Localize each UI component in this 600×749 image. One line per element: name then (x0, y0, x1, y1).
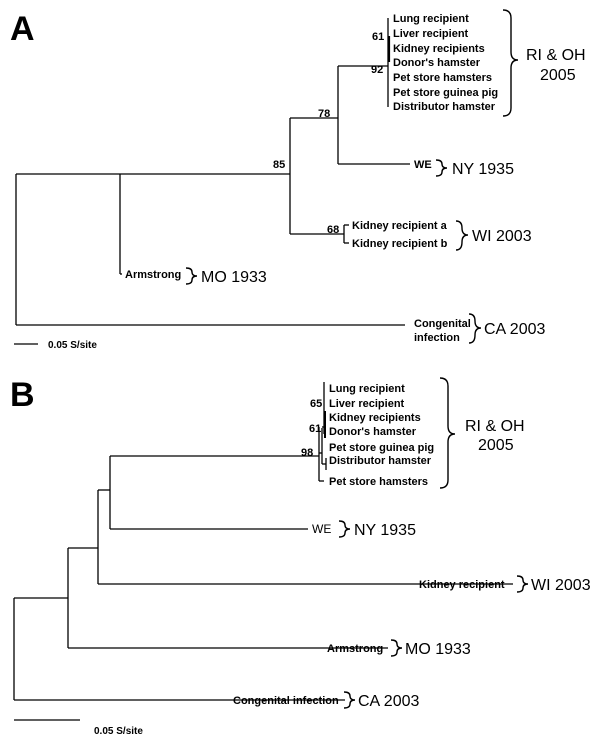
leaf-we: WE (414, 159, 432, 171)
panel-b-label: B (10, 376, 35, 414)
group-ri-oh-year: 2005 (540, 67, 576, 84)
bootstrap-61: 61 (309, 423, 321, 435)
group-ca-2003: CA 2003 (358, 693, 419, 710)
scale-bar-a: 0.05 S/site (14, 340, 97, 351)
tree-a-bootstrap: 61 92 78 85 68 (273, 31, 384, 236)
leaf-infection: infection (414, 332, 460, 344)
group-wi-2003: WI 2003 (531, 577, 591, 594)
group-mo-1933: MO 1933 (201, 269, 267, 286)
leaf-kidney-recipients: Kidney recipients (329, 412, 421, 424)
tree-a-groups: RI & OH 2005 NY 1935 WI 2003 MO 1933 CA … (201, 47, 586, 338)
group-ri-oh-label: RI & OH (526, 47, 586, 64)
tree-a-branches (15, 18, 410, 326)
scale-bar-b: 0.05 S/site (14, 719, 143, 737)
leaf-pet-store-guinea-pig: Pet store guinea pig (329, 442, 434, 454)
leaf-liver-recipient: Liver recipient (393, 28, 469, 40)
leaf-distributor-hamster: Distributor hamster (329, 455, 432, 467)
leaf-kidney-recipient-b: Kidney recipient b (352, 238, 448, 250)
tree-b-branches (13, 382, 513, 701)
bootstrap-92: 92 (371, 64, 383, 76)
leaf-liver-recipient: Liver recipient (329, 398, 405, 410)
bootstrap-65: 65 (310, 398, 322, 410)
leaf-distributor-hamster: Distributor hamster (393, 101, 496, 113)
leaf-congenital-infection: Congenital infection (233, 695, 339, 707)
tree-b-bootstrap: 65 61 98 (301, 398, 322, 459)
leaf-kidney-recipient-a: Kidney recipient a (352, 220, 448, 232)
leaf-lung-recipient: Lung recipient (329, 383, 405, 395)
group-mo-1933: MO 1933 (405, 641, 471, 658)
tree-b-groups: RI & OH 2005 NY 1935 WI 2003 MO 1933 CA … (354, 418, 591, 710)
scale-bar-b-label: 0.05 S/site (94, 726, 143, 737)
bootstrap-78: 78 (318, 108, 330, 120)
tree-b-braces (338, 377, 529, 709)
leaf-pet-store-hamsters: Pet store hamsters (393, 72, 492, 84)
group-wi-2003: WI 2003 (472, 228, 532, 245)
bootstrap-85: 85 (273, 159, 285, 171)
leaf-donors-hamster: Donor's hamster (329, 426, 417, 438)
leaf-armstrong: Armstrong (327, 643, 383, 655)
group-ri-oh-label: RI & OH (465, 418, 525, 435)
leaf-pet-store-guinea-pig: Pet store guinea pig (393, 87, 498, 99)
bootstrap-68: 68 (327, 224, 339, 236)
group-ri-oh-year: 2005 (478, 437, 514, 454)
panel-b: B (10, 376, 591, 737)
scale-bar-a-label: 0.05 S/site (48, 340, 97, 351)
tree-b-leaves: Lung recipient Liver recipient Kidney re… (233, 383, 505, 707)
group-ny-1935: NY 1935 (452, 161, 514, 178)
leaf-donors-hamster: Donor's hamster (393, 57, 481, 69)
leaf-congenital: Congenital (414, 318, 471, 330)
panel-a-label: A (10, 10, 35, 48)
group-ca-2003: CA 2003 (484, 321, 545, 338)
tree-a-braces (185, 9, 519, 344)
bootstrap-61: 61 (372, 31, 384, 43)
leaf-kidney-recipient: Kidney recipient (419, 579, 505, 591)
group-ny-1935: NY 1935 (354, 522, 416, 539)
leaf-we: WE (312, 522, 331, 536)
leaf-pet-store-hamsters: Pet store hamsters (329, 476, 428, 488)
leaf-lung-recipient: Lung recipient (393, 13, 469, 25)
tree-a-leaves: Lung recipient Liver recipient Kidney re… (125, 13, 498, 344)
bootstrap-98: 98 (301, 447, 313, 459)
leaf-kidney-recipients: Kidney recipients (393, 43, 485, 55)
leaf-armstrong: Armstrong (125, 269, 181, 281)
panel-a: A 61 92 (10, 9, 586, 351)
